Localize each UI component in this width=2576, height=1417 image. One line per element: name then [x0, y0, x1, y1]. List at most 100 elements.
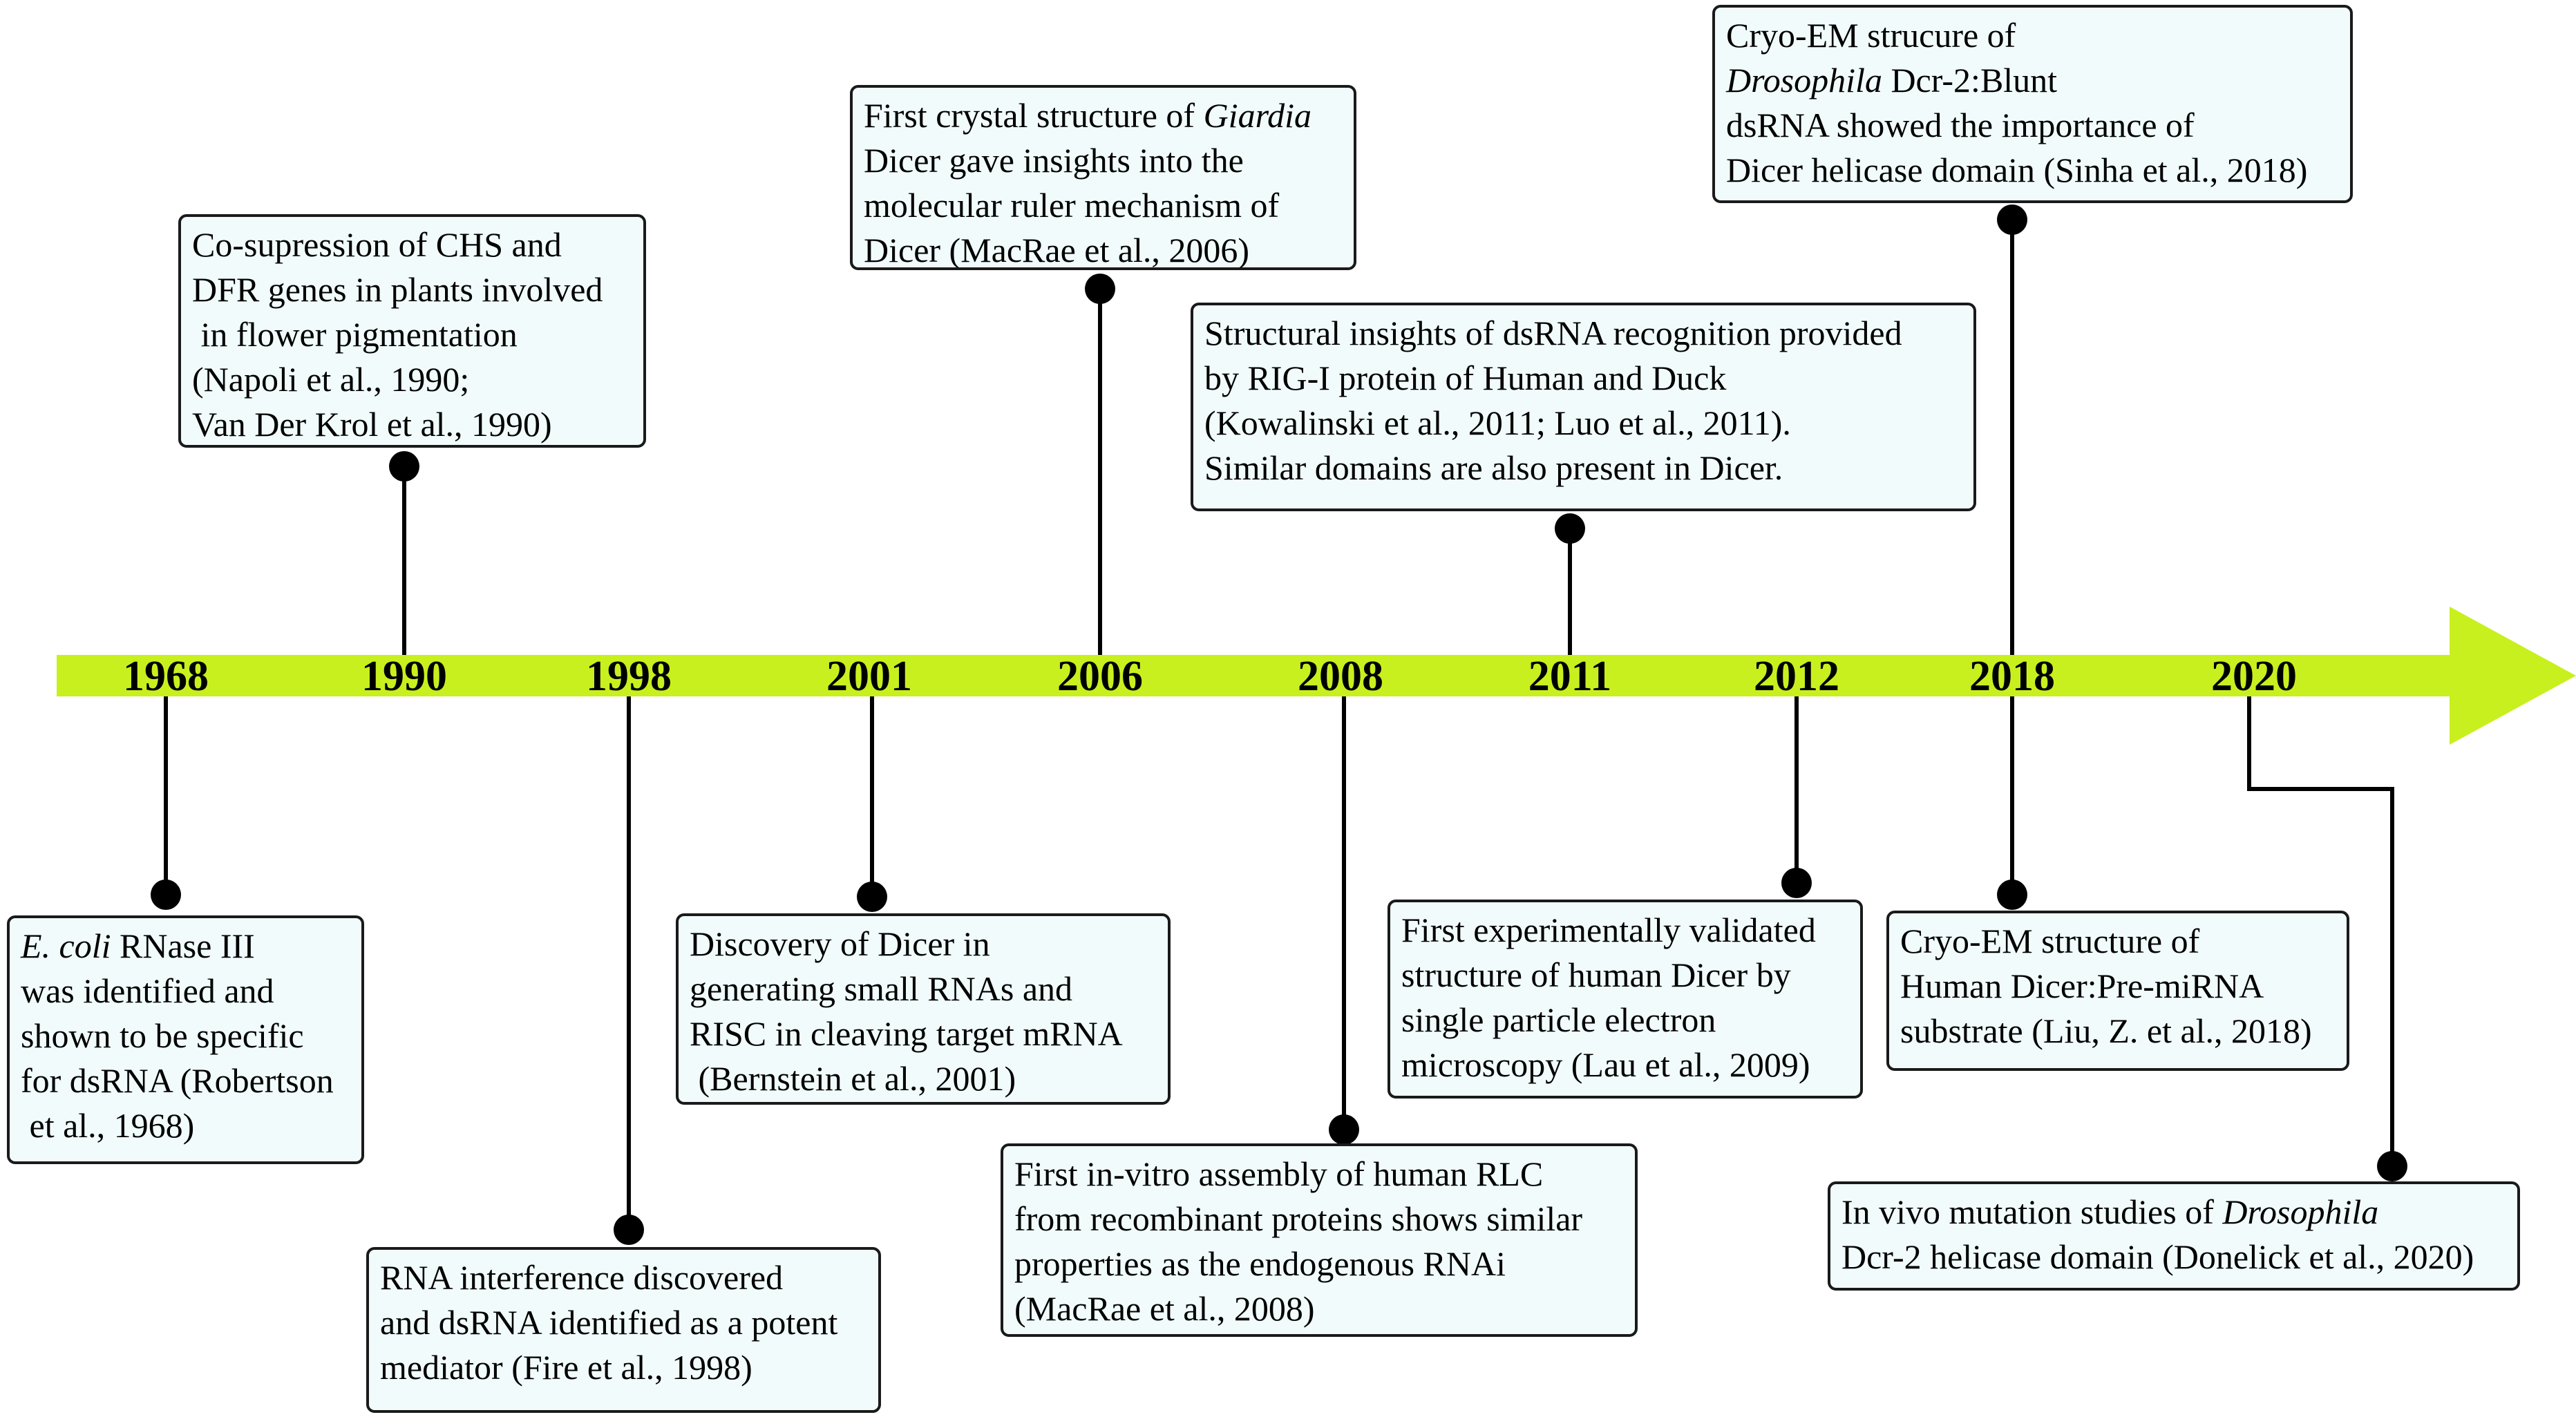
event-text-line: (Napoli et al., 1990; [192, 357, 636, 402]
event-text-line: for dsRNA (Robertson [21, 1058, 354, 1103]
event-box-2012: First experimentally validated structure … [1388, 900, 1863, 1099]
event-text: Co-supression of CHS and [192, 225, 562, 264]
event-text-line: Structural insights of dsRNA recognition… [1204, 311, 1967, 356]
event-box-2018-top: Cryo-EM strucure of Drosophila Dcr-2:Blun… [1712, 5, 2353, 203]
event-text: Structural insights of dsRNA recognition… [1204, 314, 1902, 352]
event-text-line: dsRNA showed the importance of [1726, 103, 2343, 148]
event-text: et al., 1968) [21, 1106, 195, 1145]
event-text-line: Co-supression of CHS and [192, 222, 636, 267]
connector-2020-line [2247, 696, 2394, 1166]
year-label-2001: 2001 [826, 653, 912, 700]
year-label-2018: 2018 [1969, 653, 2055, 700]
event-text-italic: Drosophila [2222, 1192, 2379, 1231]
event-text: shown to be specific [21, 1016, 304, 1055]
event-text-line: in flower pigmentation [192, 312, 636, 357]
event-text: First experimentally validated [1401, 911, 1816, 949]
connector-2001-dot [857, 882, 887, 912]
connector-2018-bottom-dot [1997, 879, 2027, 910]
year-label-2006: 2006 [1057, 653, 1143, 700]
event-text: First crystal structure of [864, 96, 1204, 135]
event-text-italic: Drosophila [1726, 61, 1882, 99]
event-text-line: Cryo-EM structure of [1900, 919, 2340, 964]
event-text-line: et al., 1968) [21, 1103, 354, 1148]
event-text-line: RNA interference discovered [380, 1255, 871, 1300]
event-text-line: First crystal structure of Giardia [864, 93, 1347, 138]
event-text-line: Dicer (MacRae et al., 2006) [864, 228, 1347, 269]
event-text-line: Dcr-2 helicase domain (Donelick et al., … [1841, 1235, 2510, 1280]
event-text: by RIG-I protein of Human and Duck [1204, 359, 1727, 397]
event-text: RNA interference discovered [380, 1258, 784, 1297]
connector-2020-dot [2377, 1151, 2407, 1181]
event-text: Dicer gave insights into the [864, 141, 1244, 180]
event-text: structure of human Dicer by [1401, 955, 1791, 994]
event-text: Human Dicer:Pre-miRNA [1900, 967, 2264, 1005]
year-label-1998: 1998 [586, 653, 672, 700]
connector-2006-dot [1085, 274, 1115, 304]
event-box-2011: Structural insights of dsRNA recognition… [1191, 303, 1976, 511]
event-text: Dcr-2:Blunt [1882, 61, 2058, 99]
year-label-1968: 1968 [123, 653, 209, 700]
event-text-line: microscopy (Lau et al., 2009) [1401, 1043, 1853, 1087]
event-text-line: by RIG-I protein of Human and Duck [1204, 356, 1967, 401]
event-text-line: First in-vitro assembly of human RLC [1014, 1152, 1628, 1197]
event-text: in flower pigmentation [192, 315, 518, 354]
event-text-line: properties as the endogenous RNAi [1014, 1242, 1628, 1286]
event-text-line: was identified and [21, 969, 354, 1014]
event-text: was identified and [21, 971, 274, 1010]
event-text: mediator (Fire et al., 1998) [380, 1348, 752, 1387]
connector-1990-dot [389, 451, 419, 482]
event-text: (Bernstein et al., 2001) [690, 1059, 1016, 1098]
event-text: Dicer (MacRae et al., 2006) [864, 231, 1250, 269]
event-text-line: E. coli RNase III [21, 924, 354, 969]
event-text: substrate (Liu, Z. et al., 2018) [1900, 1011, 2312, 1050]
event-text-line: RISC in cleaving target mRNA [690, 1011, 1161, 1056]
event-text: Dicer helicase domain (Sinha et al., 201… [1726, 151, 2308, 189]
year-label-2011: 2011 [1528, 653, 1612, 700]
event-text: (Napoli et al., 1990; [192, 360, 470, 399]
timeline-arrow-shape [57, 607, 2576, 745]
event-text-line: In vivo mutation studies of Drosophila [1841, 1190, 2510, 1235]
connector-2011-dot [1555, 513, 1585, 544]
event-text: microscopy (Lau et al., 2009) [1401, 1045, 1810, 1084]
event-text: from recombinant proteins shows similar [1014, 1199, 1583, 1238]
event-text-line: Human Dicer:Pre-miRNA [1900, 964, 2340, 1009]
event-text: DFR genes in plants involved [192, 270, 603, 309]
connector-2012-dot [1781, 868, 1812, 898]
event-text-line: single particle electron [1401, 998, 1853, 1043]
event-text: Dcr-2 helicase domain (Donelick et al., … [1841, 1237, 2474, 1276]
event-text-line: Similar domains are also present in Dice… [1204, 446, 1967, 491]
connector-2018-top-dot [1997, 205, 2027, 235]
event-text-line: Van Der Krol et al., 1990) [192, 402, 636, 445]
year-label-1990: 1990 [361, 653, 447, 700]
year-label-2012: 2012 [1754, 653, 1839, 700]
year-label-2020: 2020 [2211, 653, 2297, 700]
event-text-line: mediator (Fire et al., 1998) [380, 1345, 871, 1390]
event-text: for dsRNA (Robertson [21, 1061, 334, 1100]
event-text-line: and dsRNA identified as a potent [380, 1300, 871, 1345]
event-text: Cryo-EM strucure of [1726, 16, 2016, 55]
event-text-line: (MacRae et al., 2008) [1014, 1286, 1628, 1331]
event-text: In vivo mutation studies of [1841, 1192, 2223, 1231]
event-text: RISC in cleaving target mRNA [690, 1014, 1123, 1053]
event-text-line: molecular ruler mechanism of [864, 183, 1347, 228]
event-text: (MacRae et al., 2008) [1014, 1289, 1315, 1328]
event-text-line: substrate (Liu, Z. et al., 2018) [1900, 1009, 2340, 1054]
event-text: dsRNA showed the importance of [1726, 106, 2195, 144]
event-text-line: from recombinant proteins shows similar [1014, 1197, 1628, 1242]
event-text: molecular ruler mechanism of [864, 186, 1280, 225]
event-text: Discovery of Dicer in [690, 924, 990, 963]
event-text: properties as the endogenous RNAi [1014, 1244, 1506, 1283]
event-text-line: DFR genes in plants involved [192, 267, 636, 312]
event-text: single particle electron [1401, 1000, 1716, 1039]
year-label-2008: 2008 [1298, 653, 1383, 700]
event-text-line: First experimentally validated [1401, 908, 1853, 953]
